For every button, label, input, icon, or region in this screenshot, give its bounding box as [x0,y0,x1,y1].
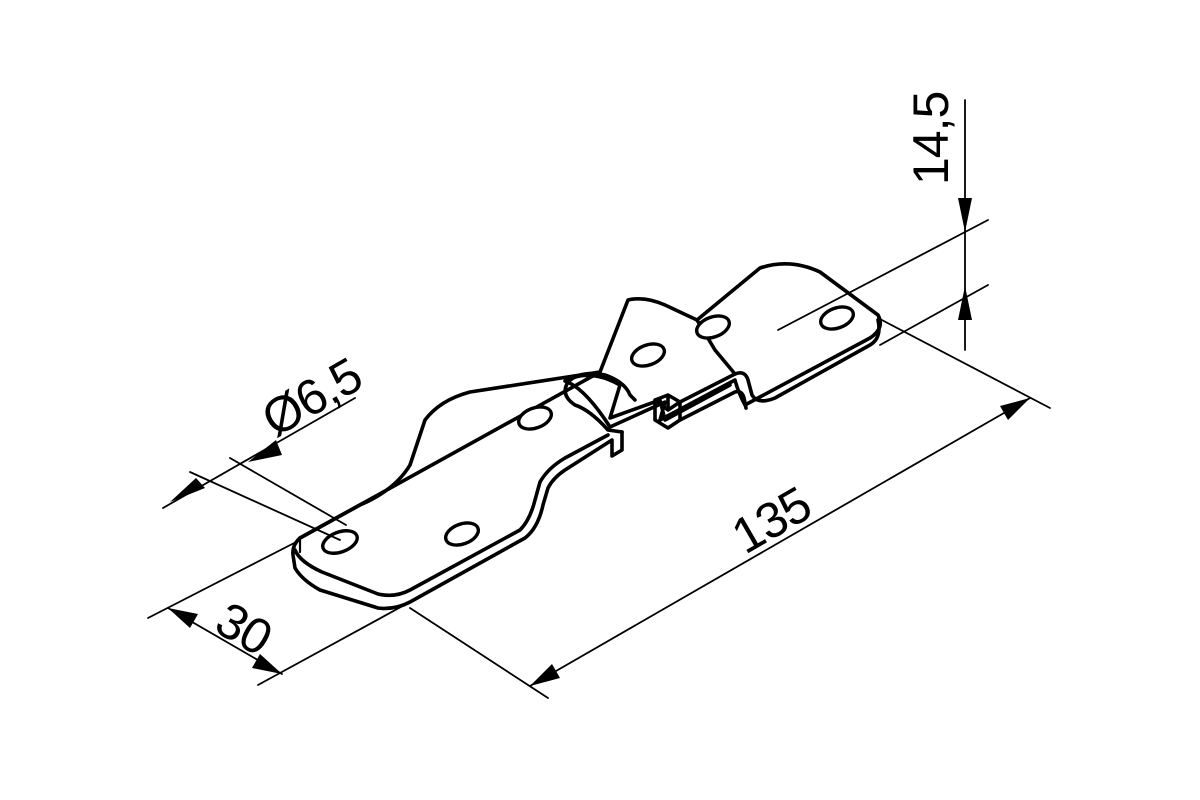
hole-6 [818,305,856,331]
width-ext-line-2 [257,601,411,686]
bracket-slot [563,371,637,434]
hole-ext-line-1 [189,471,341,541]
hole-2 [443,521,481,547]
dimension-width: 30 [147,539,411,686]
length-label: 135 [723,476,821,565]
length-arrow-1 [530,664,560,686]
hole-4 [629,342,667,368]
bracket-neck [298,370,602,540]
hole-1 [321,529,359,555]
width-ext-line-1 [147,539,301,619]
hole-diameter-label: Ø6,5 [253,347,371,448]
bracket-left-section [291,430,624,611]
bracket-left-edge [293,433,610,598]
hole-5 [694,314,732,340]
hole-3 [516,405,554,431]
step-arrow-1 [958,198,972,232]
hole-arrow-1 [170,478,205,502]
length-arrow-2 [1000,398,1030,420]
length-ext-line-1 [409,607,549,699]
step-ext-line-2 [879,284,989,346]
step-ext-line-1 [777,219,989,331]
width-arrow-2 [252,654,282,674]
step-height-label: 14,5 [903,92,959,185]
bracket-part [291,262,882,611]
dimension-step-height: 14,5 [777,92,989,351]
step-arrow-2 [958,286,972,320]
width-arrow-1 [168,608,198,628]
hole-ext-line-2 [229,457,347,526]
dimension-hole-diameter: Ø6,5 [162,347,371,541]
hole-arrow-2 [248,440,282,462]
width-label: 30 [207,591,281,666]
length-dim-line [529,397,1031,687]
bracket-right-flange [678,318,881,422]
holes [321,305,856,555]
length-ext-line-2 [877,317,1051,409]
